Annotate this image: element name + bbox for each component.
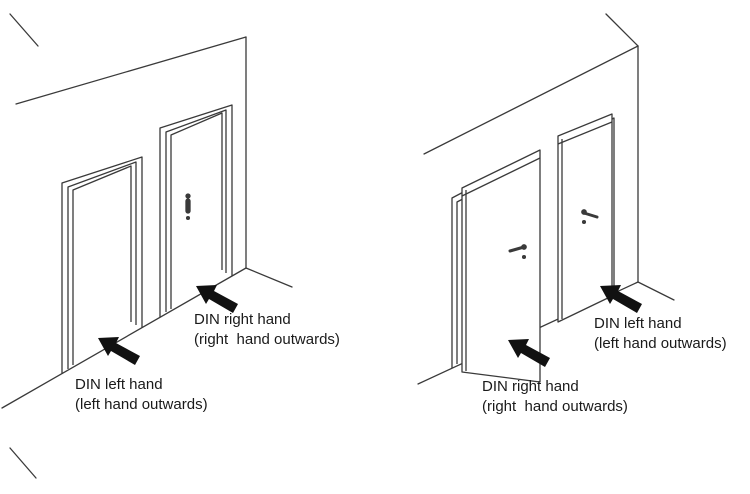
floor-corner-left xyxy=(9,447,37,479)
door-handle-icon xyxy=(581,209,599,225)
arrow-to-right-door-icon xyxy=(600,285,642,313)
arrow-to-right-door-icon xyxy=(196,285,238,313)
wall-top-edge xyxy=(423,45,639,155)
right-door-right-open xyxy=(557,113,615,323)
label-right-door-line1: DIN left hand xyxy=(594,315,682,332)
floor-corner-right xyxy=(245,267,293,288)
label-right-door-line2: (left hand outwards) xyxy=(594,335,727,352)
right-labels: DIN right hand (right hand outwards) DIN… xyxy=(482,315,727,415)
door-leaf-top-thickness xyxy=(461,157,541,197)
ceiling-edge-line xyxy=(605,13,639,47)
door-leaf-edge xyxy=(170,112,223,309)
label-left-door-line2: (right hand outwards) xyxy=(482,398,628,415)
ceiling-edge-line xyxy=(9,13,39,47)
door-frame-inner xyxy=(165,109,227,312)
door-leaf-edge xyxy=(72,165,132,365)
left-door-right-closed xyxy=(159,104,233,317)
label-right-door-line2: (right hand outwards) xyxy=(194,331,340,348)
door-leaf-open xyxy=(461,149,541,383)
left-figure: DIN left hand (left hand outwards) DIN r… xyxy=(1,13,340,479)
label-left-door-line1: DIN left hand xyxy=(75,376,163,393)
door-frame-inner xyxy=(67,161,137,369)
floor-corner-right xyxy=(637,281,675,301)
right-figure: DIN right hand (right hand outwards) DIN… xyxy=(417,13,727,415)
door-leaf-top-thickness xyxy=(557,121,613,145)
left-labels: DIN left hand (left hand outwards) DIN r… xyxy=(75,311,340,413)
right-arrows xyxy=(508,285,642,367)
arrow-to-left-door-icon xyxy=(98,337,140,365)
door-handle-icon xyxy=(185,193,191,221)
label-left-door-line2: (left hand outwards) xyxy=(75,396,208,413)
door-frame-outer xyxy=(61,156,143,374)
right-door-left-open xyxy=(451,149,541,383)
left-door-left-closed xyxy=(61,156,143,374)
left-arrows xyxy=(98,285,238,365)
wall-top-edge xyxy=(15,36,247,105)
arrow-to-left-door-icon xyxy=(508,339,550,367)
door-frame-outer xyxy=(159,104,233,317)
door-handle-icon xyxy=(508,244,527,260)
label-left-door-line1: DIN right hand xyxy=(482,378,579,395)
label-right-door-line1: DIN right hand xyxy=(194,311,291,328)
